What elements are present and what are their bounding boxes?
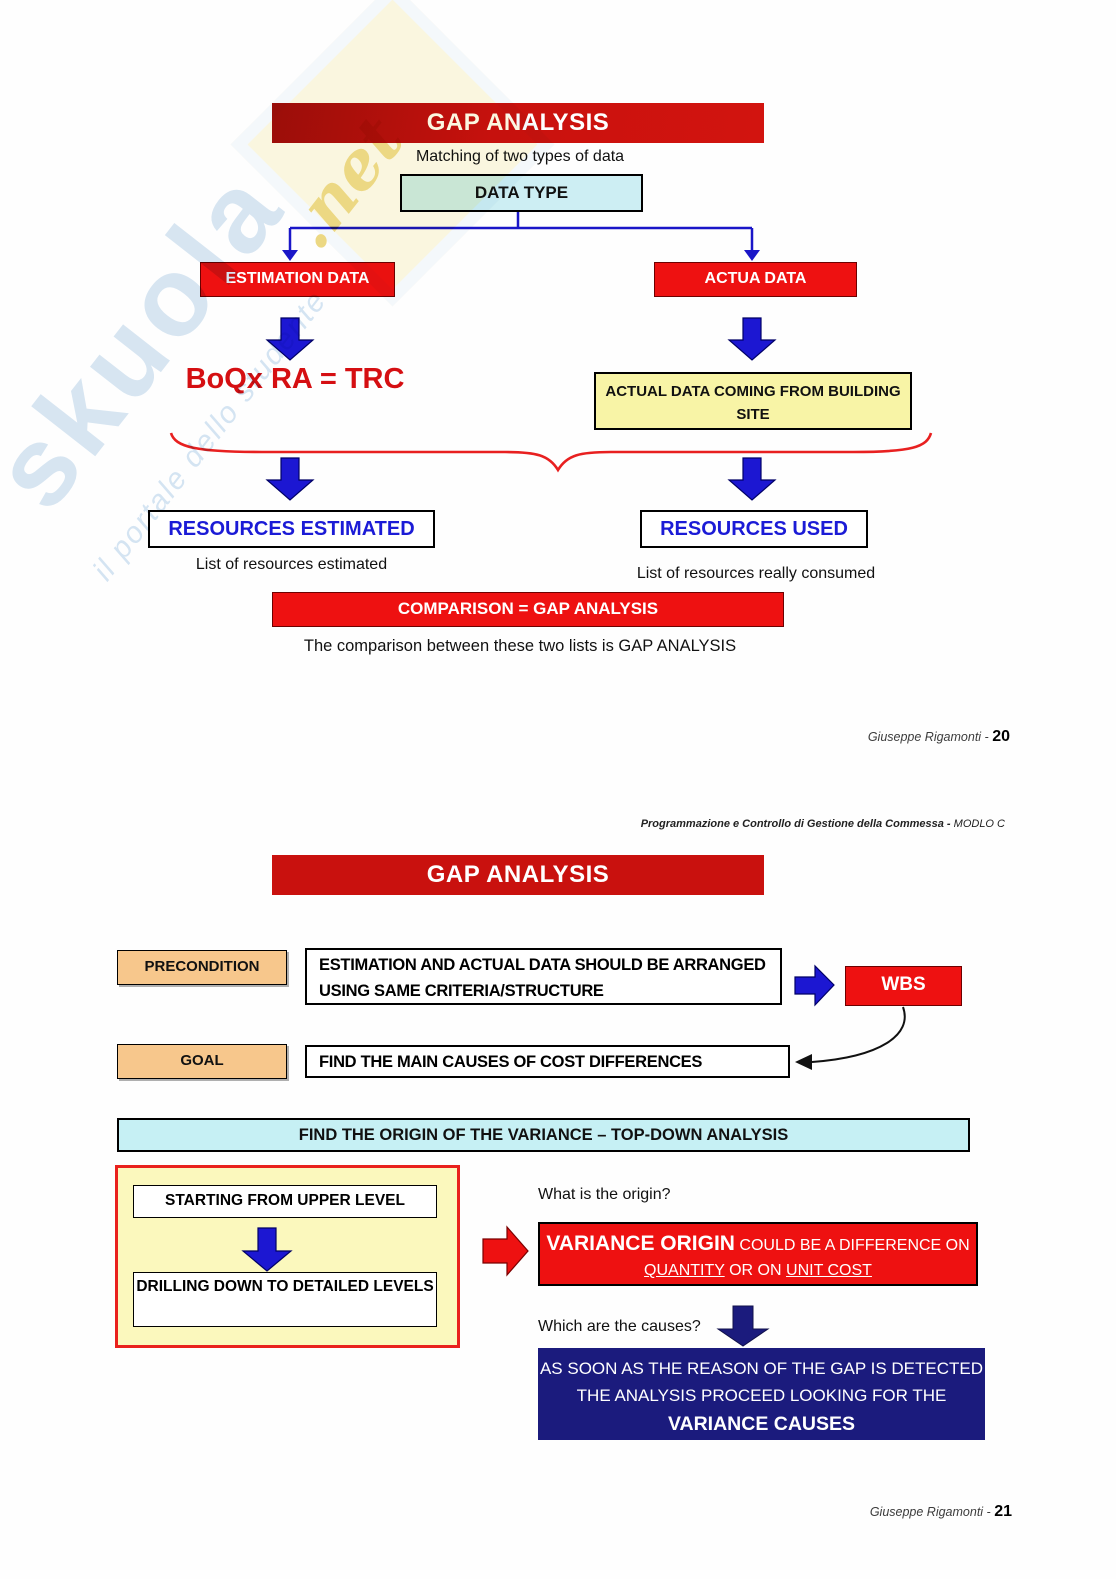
list-estimated-caption: List of resources estimated bbox=[195, 556, 388, 573]
estimation-formula: BoQx RA = TRC bbox=[185, 363, 405, 395]
slide2-page-number: 21 bbox=[994, 1503, 1012, 1520]
variance-origin-quantity: QUANTITY bbox=[644, 1262, 725, 1280]
precondition-text-box: ESTIMATION AND ACTUAL DATA SHOULD BE ARR… bbox=[305, 948, 782, 1005]
list-consumed-caption: List of resources really consumed bbox=[636, 565, 876, 582]
wbs-to-goal-curve bbox=[811, 1006, 906, 1063]
down-arrow-resources-used bbox=[727, 457, 777, 501]
right-arrow-variance bbox=[482, 1225, 529, 1277]
resources-estimated-box: RESOURCES ESTIMATED bbox=[148, 510, 435, 548]
data-type-box: DATA TYPE bbox=[400, 174, 643, 212]
resources-used-box: RESOURCES USED bbox=[640, 510, 868, 548]
slide1-footer-author: Giuseppe Rigamonti - bbox=[867, 730, 989, 744]
origin-banner: FIND THE ORIGIN OF THE VARIANCE – TOP-DO… bbox=[117, 1118, 970, 1152]
precondition-label-box: PRECONDITION bbox=[117, 950, 287, 985]
actual-data-box: ACTUA DATA bbox=[654, 262, 857, 297]
starting-level-box: STARTING FROM UPPER LEVEL bbox=[133, 1185, 437, 1218]
goal-text-box: FIND THE MAIN CAUSES OF COST DIFFERENCES bbox=[305, 1045, 790, 1078]
drilling-down-box: DRILLING DOWN TO DETAILED LEVELS bbox=[133, 1272, 437, 1327]
data-type-connector bbox=[288, 212, 754, 252]
variance-origin-box: VARIANCE ORIGIN COULD BE A DIFFERENCE ON… bbox=[538, 1222, 978, 1286]
causes-strong: VARIANCE CAUSES bbox=[667, 1413, 856, 1436]
variance-origin-t2: OR ON bbox=[729, 1262, 782, 1280]
slide1-title-banner: GAP ANALYSIS bbox=[272, 103, 764, 143]
variance-origin-t1: COULD BE A DIFFERENCE ON bbox=[739, 1237, 970, 1254]
variance-causes-box: AS SOON AS THE REASON OF THE GAP IS DETE… bbox=[538, 1348, 985, 1440]
slide1-footer: Giuseppe Rigamonti - 20 bbox=[690, 728, 1010, 750]
wbs-to-goal-arrowhead bbox=[795, 1054, 812, 1070]
variance-origin-strong: VARIANCE ORIGIN bbox=[546, 1232, 735, 1255]
course-header-module: MODLO C bbox=[953, 818, 1005, 830]
down-arrow-actual bbox=[727, 317, 777, 361]
variance-origin-unitcost: UNIT COST bbox=[786, 1262, 872, 1280]
course-header: Programmazione e Controllo di Gestione d… bbox=[590, 818, 1005, 834]
wbs-box: WBS bbox=[845, 966, 962, 1006]
actual-source-box: ACTUAL DATA COMING FROM BUILDING SITE bbox=[594, 372, 912, 430]
causes-question: Which are the causes? bbox=[538, 1318, 701, 1335]
watermark-brand: skuola bbox=[0, 146, 308, 531]
estimation-data-box: ESTIMATION DATA bbox=[200, 262, 395, 297]
down-arrow-estimation bbox=[265, 317, 315, 361]
slide2-title-banner: GAP ANALYSIS bbox=[272, 855, 764, 895]
connector-arrowhead-left bbox=[282, 250, 298, 261]
down-arrow-resources-estimated bbox=[265, 457, 315, 501]
slide1-subtitle: Matching of two types of data bbox=[415, 148, 625, 165]
connector-arrowhead-right bbox=[744, 250, 760, 261]
origin-question: What is the origin? bbox=[538, 1186, 671, 1203]
goal-label-box: GOAL bbox=[117, 1044, 287, 1079]
slide2-footer: Giuseppe Rigamonti - 21 bbox=[690, 1503, 1012, 1525]
comparison-note: The comparison between these two lists i… bbox=[303, 637, 737, 655]
slide2-footer-author: Giuseppe Rigamonti - bbox=[869, 1505, 991, 1519]
grouping-brace bbox=[169, 432, 933, 473]
causes-text: AS SOON AS THE REASON OF THE GAP IS DETE… bbox=[539, 1359, 984, 1406]
slide1-page-number: 20 bbox=[992, 728, 1010, 745]
comparison-box: COMPARISON = GAP ANALYSIS bbox=[272, 592, 784, 627]
course-header-title: Programmazione e Controllo di Gestione d… bbox=[640, 818, 951, 830]
right-arrow-wbs bbox=[794, 964, 835, 1007]
